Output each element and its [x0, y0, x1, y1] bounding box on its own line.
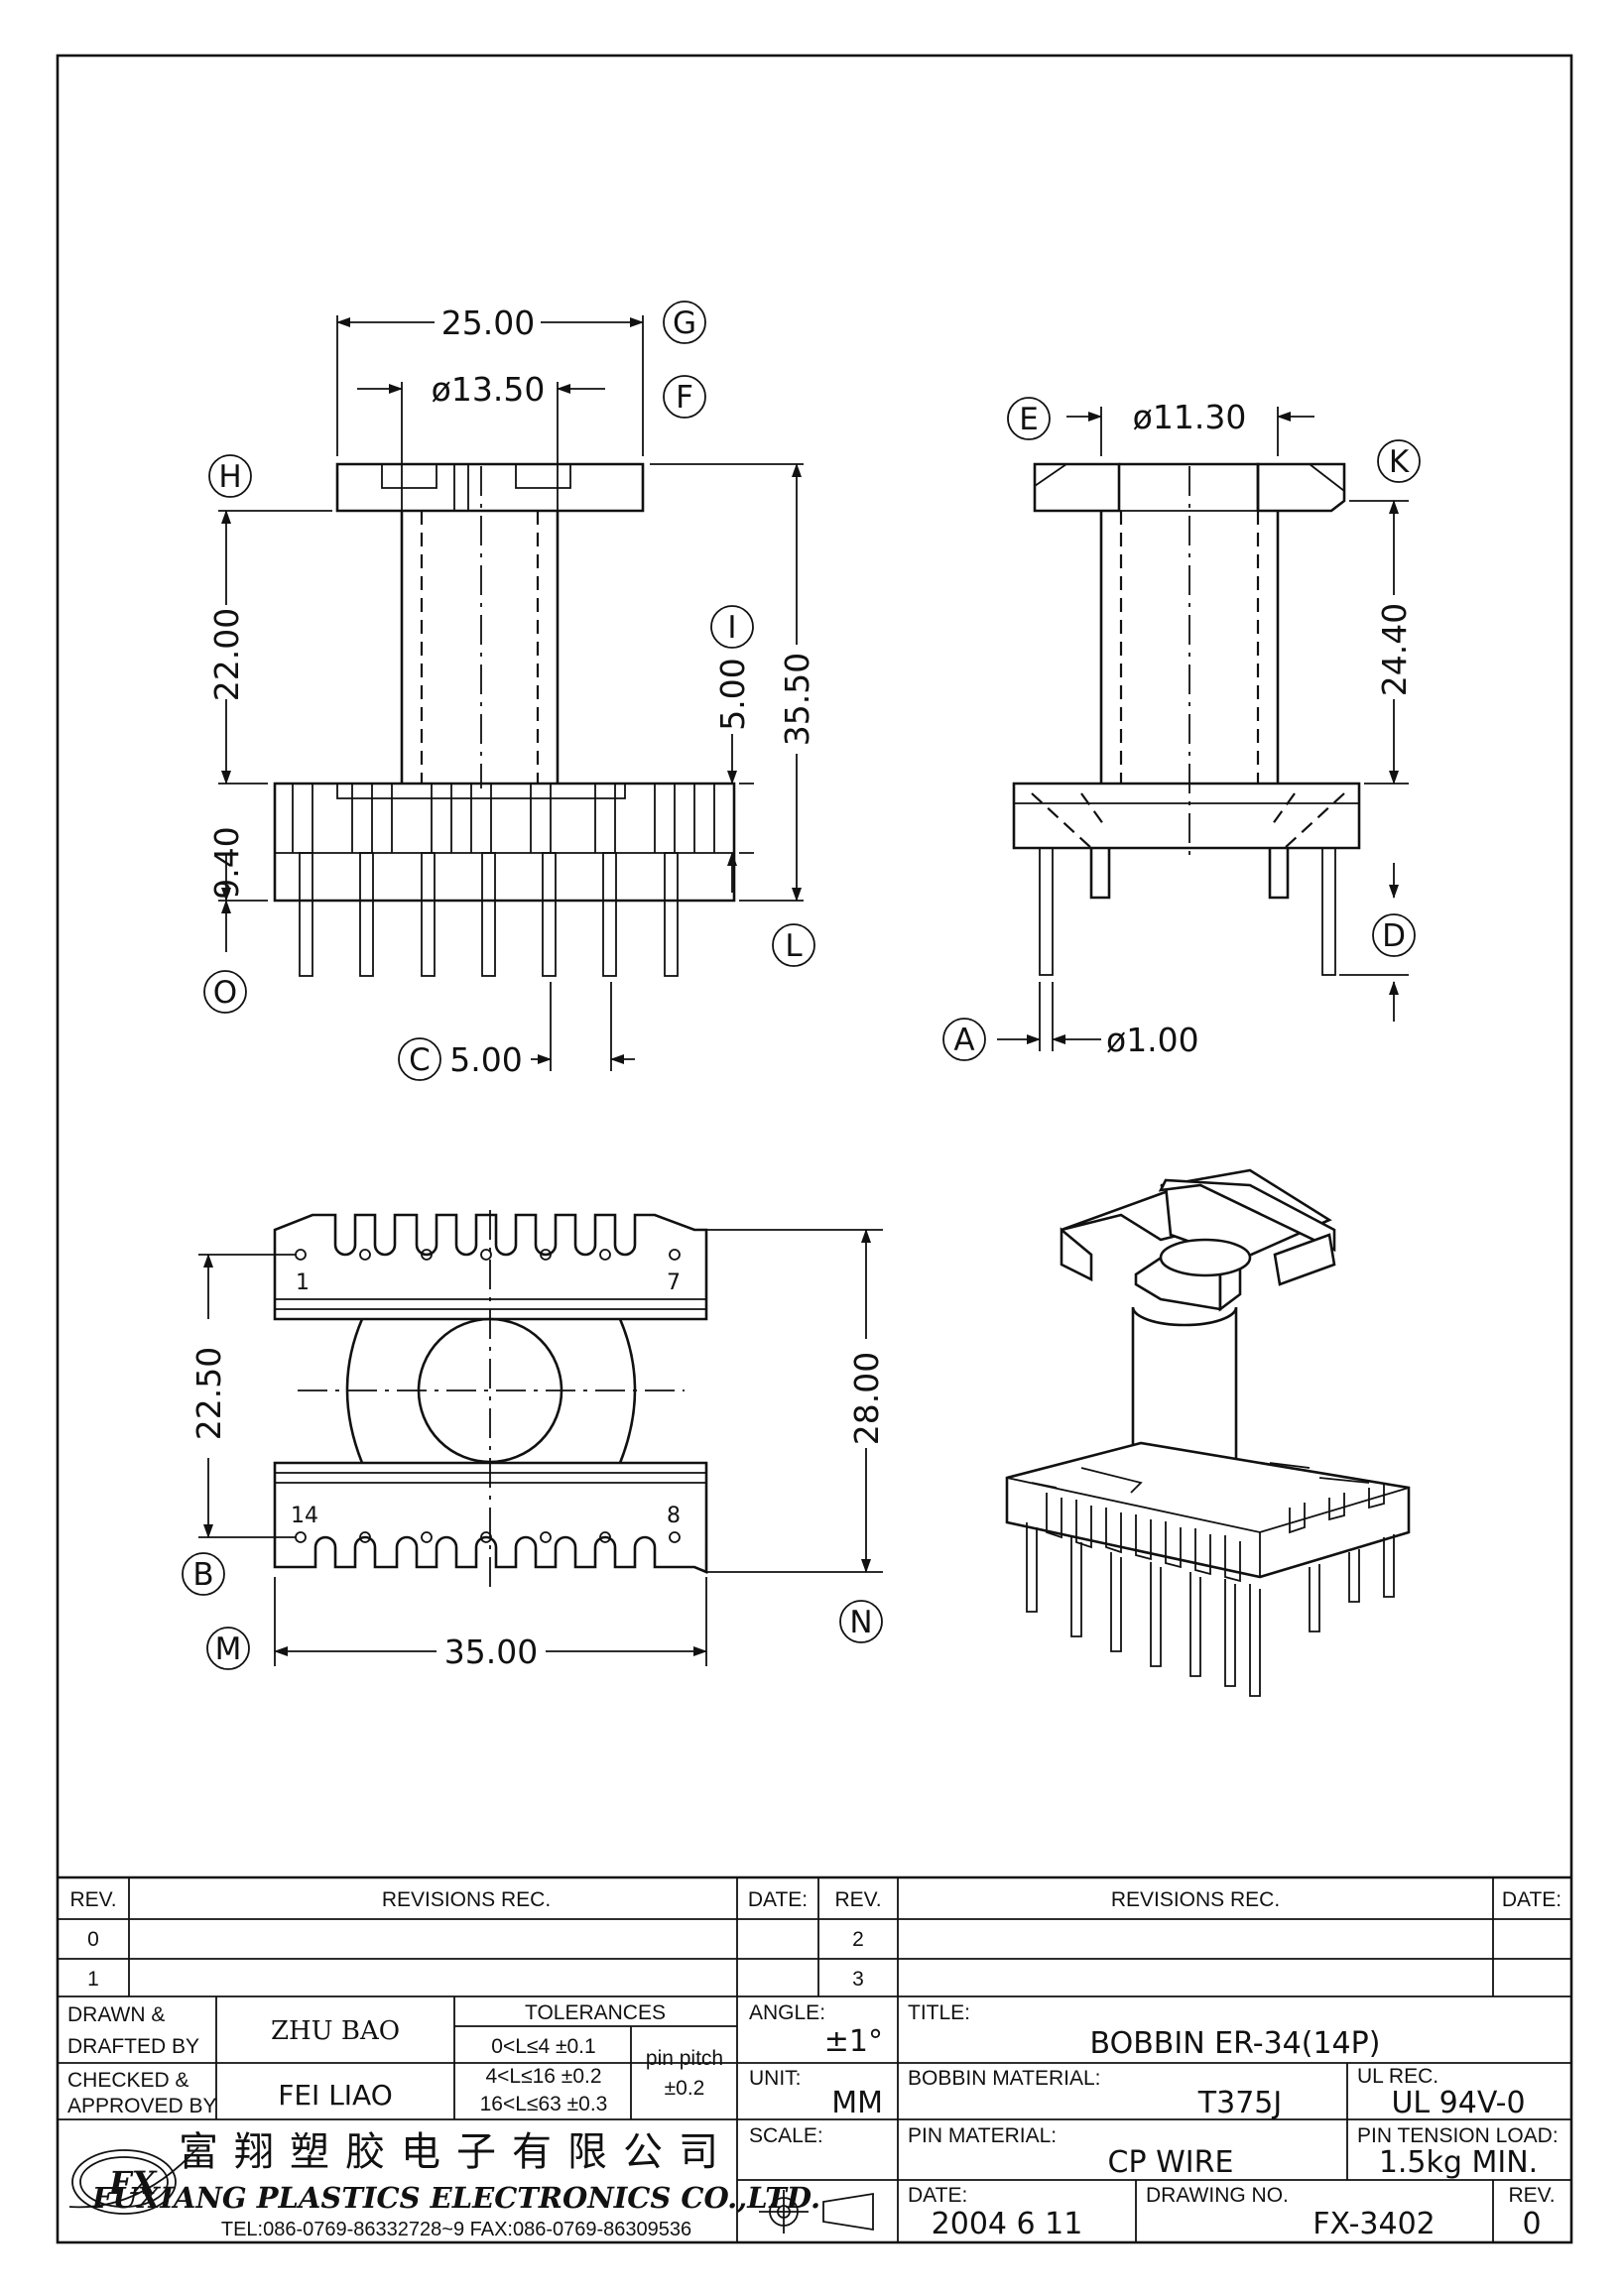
drawing-no-value: FX-3402	[1312, 2207, 1436, 2241]
callouts: G F H I L O C E K D A B M N	[182, 301, 1421, 1670]
scale-label: SCALE:	[749, 2124, 823, 2147]
ul-value: UL 94V-0	[1391, 2086, 1525, 2120]
callout-A: A	[953, 1023, 974, 1058]
rev-value: 0	[1522, 2207, 1541, 2241]
front-pins	[299, 852, 679, 977]
pin-8-label: 8	[667, 1504, 681, 1528]
revisions-header-left: REVISIONS REC.	[382, 1888, 551, 1911]
dim-5-pitch: 5.00	[449, 1040, 522, 1079]
dim-22: 22.00	[207, 608, 246, 701]
rev-header-left: REV.	[69, 1888, 116, 1911]
title-block: REV. REVISIONS REC. DATE: REV. REVISIONS…	[58, 1875, 1571, 2242]
pin-14-label: 14	[291, 1504, 318, 1528]
dim-35: 35.00	[444, 1632, 538, 1671]
callout-L: L	[785, 928, 803, 964]
date-header-left: DATE:	[748, 1888, 808, 1911]
rev-2: 2	[852, 1928, 864, 1951]
dim-1-00: ø1.00	[1106, 1021, 1199, 1059]
drawn-label-2: DRAFTED BY	[67, 2035, 199, 2058]
checked-label-2: APPROVED BY	[67, 2095, 217, 2117]
checked-label-1: CHECKED &	[67, 2069, 189, 2092]
callout-B: B	[192, 1557, 213, 1593]
date-header-right: DATE:	[1502, 1888, 1562, 1911]
callout-K: K	[1389, 444, 1410, 480]
company-name-en: FUXIANG PLASTICS ELECTRONICS CO.,LTD.	[91, 2181, 820, 2215]
drawing-no-label: DRAWING NO.	[1146, 2184, 1289, 2207]
callout-C: C	[409, 1042, 431, 1078]
dim-9-40: 9.40	[207, 826, 246, 899]
date-value: 2004 6 11	[932, 2207, 1083, 2241]
front-view: 25.00 ø13.50 22.00 9.40 5.00 35.50 5.00	[207, 303, 816, 1079]
pin-tension-label: PIN TENSION LOAD:	[1357, 2124, 1559, 2147]
company-contact: TEL:086-0769-86332728~9 FAX:086-0769-863…	[221, 2219, 691, 2240]
pin-material-label: PIN MATERIAL:	[908, 2124, 1057, 2147]
pin-pitch-value: ±0.2	[665, 2077, 705, 2100]
pin-tension-value: 1.5kg MIN.	[1379, 2145, 1538, 2180]
svg-text:FX: FX	[108, 2164, 158, 2202]
tolerances-header: TOLERANCES	[525, 2001, 666, 2024]
date-label: DATE:	[908, 2184, 967, 2207]
callout-D: D	[1382, 918, 1406, 954]
pin-1-label: 1	[296, 1270, 310, 1295]
dim-24-40: 24.40	[1375, 603, 1414, 696]
callout-F: F	[676, 380, 693, 416]
company-logo: FX	[68, 2146, 199, 2215]
dim-11-30: ø11.30	[1133, 398, 1247, 436]
callout-H: H	[218, 459, 241, 495]
side-view: ø11.30 24.40 ø1.00	[997, 398, 1414, 1059]
sheet-border	[56, 54, 1573, 2244]
dim-25: 25.00	[441, 303, 535, 342]
pin-7-label: 7	[667, 1270, 681, 1295]
tolerance-3: 16<L≤63 ±0.3	[480, 2093, 608, 2115]
dim-13-50: ø13.50	[432, 370, 546, 409]
tolerance-1: 0<L≤4 ±0.1	[491, 2035, 595, 2058]
rev-label: REV.	[1508, 2184, 1555, 2207]
isometric-view	[1005, 1168, 1411, 1697]
angle-label: ANGLE:	[749, 2001, 825, 2024]
dim-22-50: 22.50	[189, 1347, 228, 1440]
dim-5-v: 5.00	[713, 658, 752, 730]
unit-label: UNIT:	[749, 2067, 802, 2090]
callout-G: G	[673, 305, 696, 341]
rev-1: 1	[87, 1968, 99, 1991]
bobbin-material-value: T375J	[1197, 2086, 1282, 2120]
callout-O: O	[213, 975, 237, 1011]
callout-E: E	[1019, 402, 1039, 437]
callout-N: N	[849, 1605, 872, 1640]
title-value: BOBBIN ER-34(14P)	[1090, 2026, 1381, 2061]
title-label: TITLE:	[908, 2001, 970, 2024]
callout-I: I	[727, 610, 736, 646]
pin-pitch-label: pin pitch	[646, 2047, 723, 2070]
rev-0: 0	[87, 1928, 99, 1951]
drawn-label-1: DRAWN &	[67, 2003, 165, 2026]
ul-label: UL REC.	[1357, 2065, 1438, 2088]
projection-symbol-icon	[759, 2190, 874, 2234]
unit-value: MM	[831, 2086, 883, 2120]
angle-value: ±1°	[824, 2024, 883, 2059]
checked-name: FEI LIAO	[278, 2079, 393, 2112]
bottom-view: 1 7 14 8 22.50 28.00 35.00	[189, 1210, 886, 1671]
bobbin-material-label: BOBBIN MATERIAL:	[908, 2067, 1101, 2090]
callout-M: M	[215, 1631, 242, 1667]
dim-35-50: 35.50	[778, 653, 816, 746]
company-name-cn: 富翔塑胶电子有限公司	[179, 2129, 734, 2175]
rev-3: 3	[852, 1968, 864, 1991]
rev-header-right: REV.	[834, 1888, 881, 1911]
drawn-name: ZHU BAO	[271, 2016, 400, 2046]
tolerance-2: 4<L≤16 ±0.2	[485, 2065, 601, 2088]
revisions-header-right: REVISIONS REC.	[1111, 1888, 1280, 1911]
pin-material-value: CP WIRE	[1108, 2145, 1234, 2180]
dim-28: 28.00	[847, 1352, 886, 1445]
